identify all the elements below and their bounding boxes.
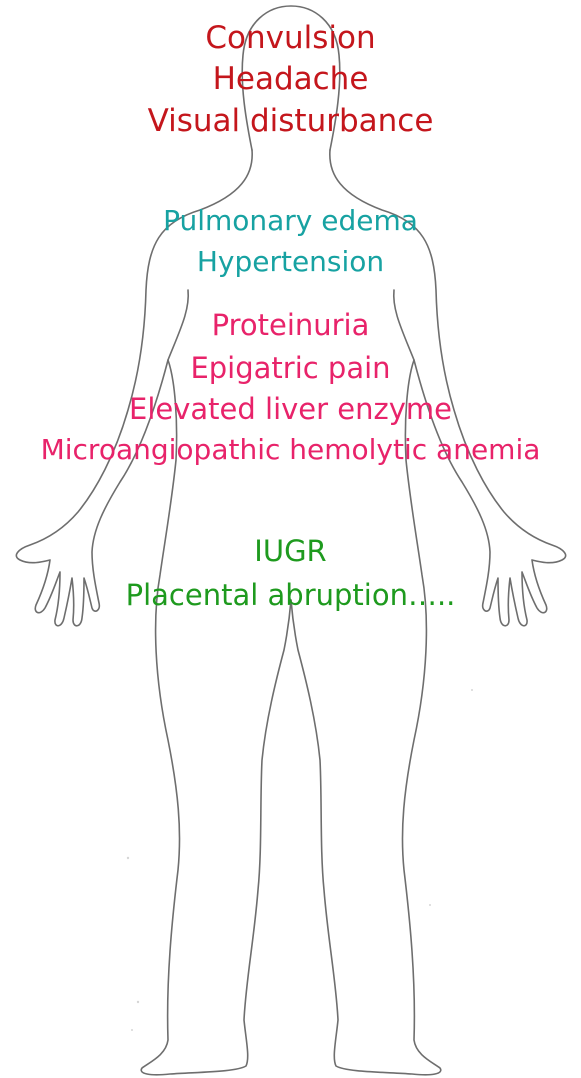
label-hypertension: Hypertension — [0, 248, 581, 276]
label-iugr: IUGR — [0, 537, 581, 566]
label-proteinuria: Proteinuria — [0, 311, 581, 340]
label-microangiopathic-hemolytic-anemia: Microangiopathic hemolytic anemia — [0, 436, 581, 464]
label-elevated-liver-enzyme: Elevated liver enzyme — [0, 395, 581, 424]
label-epigatric-pain: Epigatric pain — [0, 354, 581, 383]
label-placental-abruption: Placental abruption….. — [0, 581, 581, 610]
label-headache: Headache — [0, 64, 581, 95]
label-visual-disturbance: Visual disturbance — [0, 106, 581, 137]
label-convulsion: Convulsion — [0, 23, 581, 54]
label-pulmonary-edema: Pulmonary edema — [0, 207, 581, 235]
